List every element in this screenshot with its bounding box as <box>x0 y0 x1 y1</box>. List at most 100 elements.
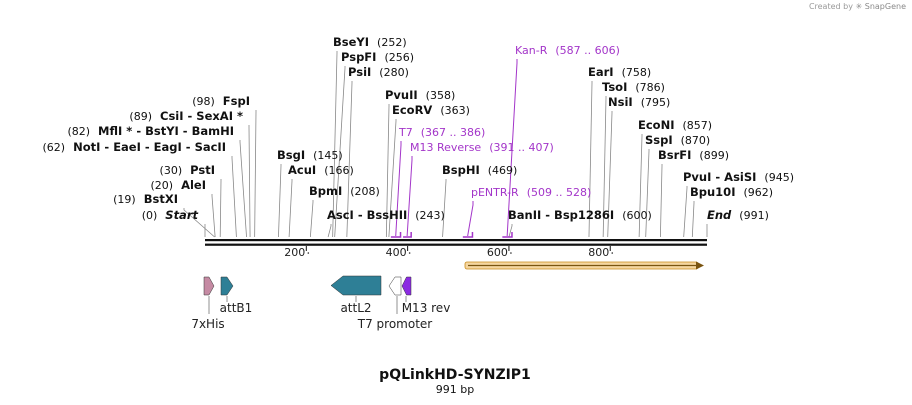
site-position: (786) <box>635 81 665 94</box>
feature-label-his: 7xHis <box>191 317 224 331</box>
site-position: (795) <box>641 96 671 109</box>
site-leader-line <box>442 179 447 238</box>
site-leader-line <box>327 224 332 238</box>
site-leader-line <box>602 96 607 238</box>
site-position: (30) <box>160 164 183 177</box>
label-part: AleI <box>181 178 206 192</box>
label-part: EarI <box>588 65 614 79</box>
site-leader-line <box>254 110 257 238</box>
site-label-banii: BanII - Bsp1286I(600) <box>508 208 652 222</box>
label-part: NsiI <box>608 95 633 109</box>
site-label-tsoi: TsoI(786) <box>602 80 665 94</box>
label-part: PstI <box>190 163 215 177</box>
site-position: (252) <box>377 36 407 49</box>
primer-binding-mark <box>462 232 474 238</box>
site-leader-line <box>183 208 215 238</box>
site-label-econi: EcoNI (857) <box>638 118 712 132</box>
site-position: (0) <box>142 209 158 222</box>
map-title: pQLinkHD-SYNZIP1 <box>379 367 531 383</box>
site-position: (358) <box>426 89 456 102</box>
site-label-bsphi: BspHI (469) <box>442 163 517 177</box>
label-part: BspHI <box>442 163 480 177</box>
site-label-csii: (89) CsiI - SexAI * <box>129 109 243 123</box>
label-part: BsrFI <box>658 148 691 162</box>
label-part: T7 <box>398 126 413 139</box>
label-part: pENTR-R <box>471 186 519 199</box>
site-position: (89) <box>129 110 152 123</box>
site-label-fspi: (98)FspI <box>192 94 250 108</box>
site-position: (991) <box>739 209 769 222</box>
site-leader-line <box>278 164 282 238</box>
site-leader-line <box>388 119 397 238</box>
label-part: SspI <box>645 133 673 147</box>
site-leader-line <box>332 51 338 238</box>
site-label-asci: AscI - BssHII(243) <box>327 208 445 222</box>
orf-arrowhead-icon <box>696 261 704 270</box>
label-part: PvuI - AsiSI <box>683 170 756 184</box>
primer-leader-line <box>406 156 413 237</box>
site-leader-line <box>219 179 222 238</box>
primer-label-kanr: Kan-R(587 .. 606) <box>515 44 620 57</box>
site-label-bseyi: BseYI (252) <box>333 35 407 49</box>
feature-label-m13: M13 rev <box>402 301 451 315</box>
site-label-eari: EarI(758) <box>588 65 651 79</box>
label-part: BstXI <box>144 192 178 206</box>
site-position: (469) <box>488 164 518 177</box>
label-part: Bpu10I <box>690 185 735 199</box>
site-label-pspfi: PspFI(256) <box>341 50 414 64</box>
site-leader-line <box>288 179 293 238</box>
site-label-ecorv: EcoRV (363) <box>392 103 470 117</box>
label-part: PvuII <box>385 88 418 102</box>
site-leader-line <box>607 111 613 238</box>
site-position: (19) <box>113 193 136 206</box>
label-part: MflI * - BstYI - BamHI <box>98 124 234 138</box>
site-position: (857) <box>682 119 712 132</box>
primer-label-t7: T7(367 .. 386) <box>398 126 485 139</box>
primer-label-m13rev: M13 Reverse(391 .. 407) <box>410 141 554 154</box>
label-part: EcoNI <box>638 118 674 132</box>
primer-leader-line <box>467 201 474 237</box>
label-part: Kan-R <box>515 44 548 57</box>
attl2-feature-arrow <box>330 275 382 296</box>
site-leader-line <box>334 66 346 238</box>
site-leader-line <box>239 140 247 238</box>
label-part: CsiI - SexAI * <box>160 109 243 123</box>
primer-leader-line <box>506 59 518 237</box>
site-leader-line <box>231 156 237 238</box>
tick-dot <box>510 252 512 254</box>
site-label-acui: AcuI(166) <box>288 163 354 177</box>
site-position: (256) <box>384 51 414 64</box>
site-label-pvui: PvuI - AsiSI (945) <box>683 170 794 184</box>
label-part: End <box>707 208 732 222</box>
site-position: (82) <box>67 125 90 138</box>
site-position: (600) <box>622 209 652 222</box>
t7-promoter-feature-arrow <box>388 276 402 296</box>
label-part: EcoRV <box>392 103 432 117</box>
site-label-noti: (62)NotI - EaeI - EagI - SacII <box>43 140 226 154</box>
site-leader-line <box>346 81 353 238</box>
tick-label: 400 <box>386 246 407 259</box>
site-leader-line <box>588 81 593 238</box>
snapgene-logo-icon: ✳ <box>855 2 865 11</box>
feature-label-attl2: attL2 <box>340 301 371 315</box>
site-label-bstxi: (19) BstXI <box>113 192 178 206</box>
site-leader-line <box>248 125 251 238</box>
site-label-psii: PsiI(280) <box>348 65 409 79</box>
site-position: (243) <box>415 209 445 222</box>
site-leader-line <box>508 224 513 238</box>
site-label-sspi: SspI(870) <box>645 133 710 147</box>
site-position: (363) <box>440 104 470 117</box>
tick-dot <box>408 252 411 254</box>
feature-label-t7prom: T7 promoter <box>357 317 433 331</box>
site-position: (145) <box>313 149 343 162</box>
site-label-bsgi: BsgI(145) <box>277 148 343 162</box>
site-label-pvuii: PvuII (358) <box>385 88 455 102</box>
site-label-bpmi: BpmI(208) <box>309 184 380 198</box>
site-label-bsrfi: BsrFI (899) <box>658 148 729 162</box>
label-part: BseYI <box>333 35 369 49</box>
site-label-mfli: (82) MflI * - BstYI - BamHI <box>67 124 234 138</box>
tick-label: 200 <box>284 246 305 259</box>
label-part: (509 .. 528) <box>527 186 592 199</box>
site-position: (899) <box>699 149 729 162</box>
site-position: (945) <box>764 171 794 184</box>
